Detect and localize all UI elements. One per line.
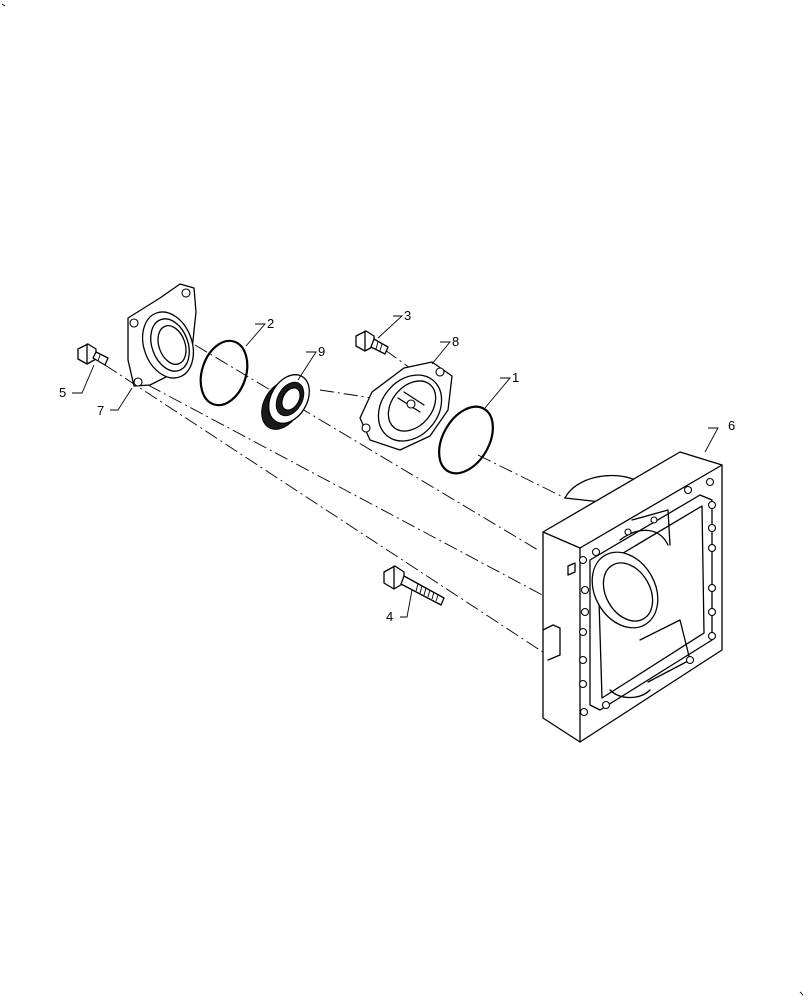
callout-2: 2	[267, 316, 274, 331]
callout-4: 4	[386, 609, 393, 624]
callout-6: 6	[728, 418, 735, 433]
seal-part-9	[261, 374, 310, 430]
callout-9: 9	[318, 344, 325, 359]
o-ring-part-2	[199, 339, 249, 407]
callout-7: 7	[97, 403, 104, 418]
bolt-part-5	[77, 343, 109, 366]
callout-1: 1	[512, 370, 519, 385]
callout-8: 8	[452, 334, 459, 349]
callouts: 1 2 3 4 5 6 7 8 9	[59, 308, 735, 624]
flange-part-7	[127, 283, 197, 387]
callout-3: 3	[404, 308, 411, 323]
corner-mark-top-left	[1, 3, 6, 7]
callout-5: 5	[59, 385, 66, 400]
o-ring-part-1	[438, 405, 494, 475]
corner-mark-bottom-right	[799, 991, 804, 996]
bolt-part-3	[355, 330, 389, 355]
leader-lines	[72, 315, 719, 618]
cover-part-8	[359, 361, 453, 451]
housing-part-6	[542, 451, 723, 743]
assembly-centerlines	[104, 344, 566, 661]
bolt-part-4	[383, 565, 445, 606]
